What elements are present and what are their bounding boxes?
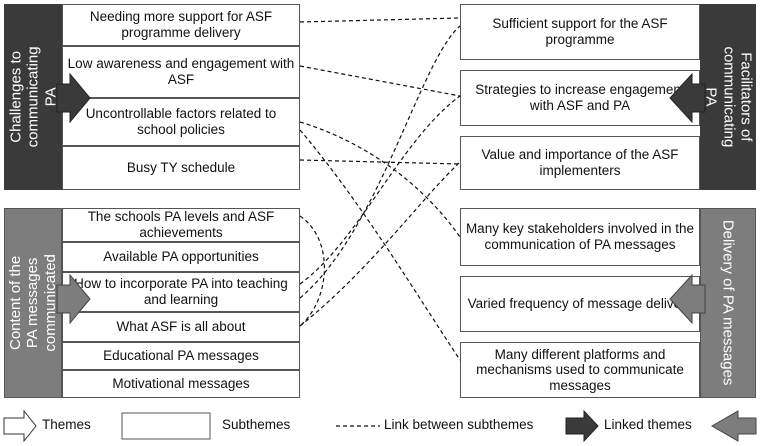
linked-theme-arrow-delivery [669,273,706,325]
linked-theme-arrow-challenges [56,72,91,124]
subtheme-platforms: Many different platforms and mechanisms … [460,342,700,398]
theme-content-panel [4,208,62,398]
subtheme-varied-frequency: Varied frequency of message delivery [460,276,700,332]
legend-subthemes-box [121,412,211,440]
subtheme-uncontrollable-factors-text: Uncontrollable factors related to school… [85,106,277,137]
subtheme-value-importance: Value and importance of the ASF implemen… [460,136,700,190]
subtheme-available-pa: Available PA opportunities [62,242,300,272]
legend-themes-label: Themes [42,417,91,432]
subtheme-low-awareness: Low awareness and engagement with ASF [62,46,300,98]
theme-facilitators-panel [700,4,756,190]
subtheme-busy-ty: Busy TY schedule [62,146,300,190]
linked-theme-arrow-content [56,273,91,325]
link-incorporate-to-sufficient-support [299,25,461,299]
subtheme-value-importance-text: Value and importance of the ASF implemen… [481,147,679,178]
subtheme-incorporate-pa-text: How to incorporate PA into teaching and … [74,276,288,307]
subtheme-sufficient-support: Sufficient support for the ASF programme [460,4,700,60]
link-busy-ty-to-value [299,159,461,165]
legend-linked-dark-arrow [565,409,599,443]
link-needing-support-to-sufficient-support [299,17,461,23]
legend-linked-label: Linked themes [604,417,692,432]
subtheme-schools-pa-levels-text: The schools PA levels and ASF achievemen… [87,209,275,240]
subtheme-what-asf-text: What ASF is all about [116,319,246,335]
subtheme-needing-support-text: Needing more support for ASF programme d… [89,9,273,40]
subtheme-available-pa-text: Available PA opportunities [103,249,259,265]
link-uncontrollable-to-key-stakeholders [299,121,461,238]
subtheme-low-awareness-text: Low awareness and engagement with ASF [67,56,295,87]
link-what-asf-to-value [299,161,461,327]
subtheme-needing-support: Needing more support for ASF programme d… [62,4,300,46]
legend-linked-grey-arrow [710,410,757,442]
subtheme-uncontrollable-factors: Uncontrollable factors related to school… [62,98,300,146]
subtheme-motivational: Motivational messages [62,370,300,398]
subtheme-motivational-text: Motivational messages [112,376,250,392]
link-uncontrollable-to-platforms [299,129,461,361]
subtheme-what-asf: What ASF is all about [62,312,300,342]
subtheme-sufficient-support-text: Sufficient support for the ASF programme [492,16,668,47]
legend-themes-arrow-icon [3,409,37,443]
legend-subthemes-label: Subthemes [222,417,291,432]
subtheme-educational-pa-text: Educational PA messages [103,348,259,364]
link-schools-pa-to-what-asf [299,215,325,327]
theme-challenges-panel [4,4,62,190]
subtheme-strategies-engagement: Strategies to increase engagement with A… [460,70,700,126]
theme-delivery-panel [700,208,756,398]
link-low-awareness-to-strategies [299,65,461,97]
subtheme-platforms-text: Many different platforms and mechanisms … [476,346,684,393]
subtheme-strategies-engagement-text: Strategies to increase engagement with A… [475,82,685,113]
subtheme-educational-pa: Educational PA messages [62,342,300,370]
subtheme-varied-frequency-text: Varied frequency of message delivery [467,296,693,312]
subtheme-key-stakeholders: Many key stakeholders involved in the co… [460,208,700,266]
link-incorporate-to-strategies [299,95,461,285]
subtheme-busy-ty-text: Busy TY schedule [126,160,236,176]
subtheme-key-stakeholders-text: Many key stakeholders involved in the co… [465,221,695,252]
legend-link-label: Link between subthemes [384,417,534,432]
subtheme-incorporate-pa: How to incorporate PA into teaching and … [62,272,300,312]
linked-theme-arrow-facilitators [669,72,706,124]
subtheme-schools-pa-levels: The schools PA levels and ASF achievemen… [62,208,300,242]
